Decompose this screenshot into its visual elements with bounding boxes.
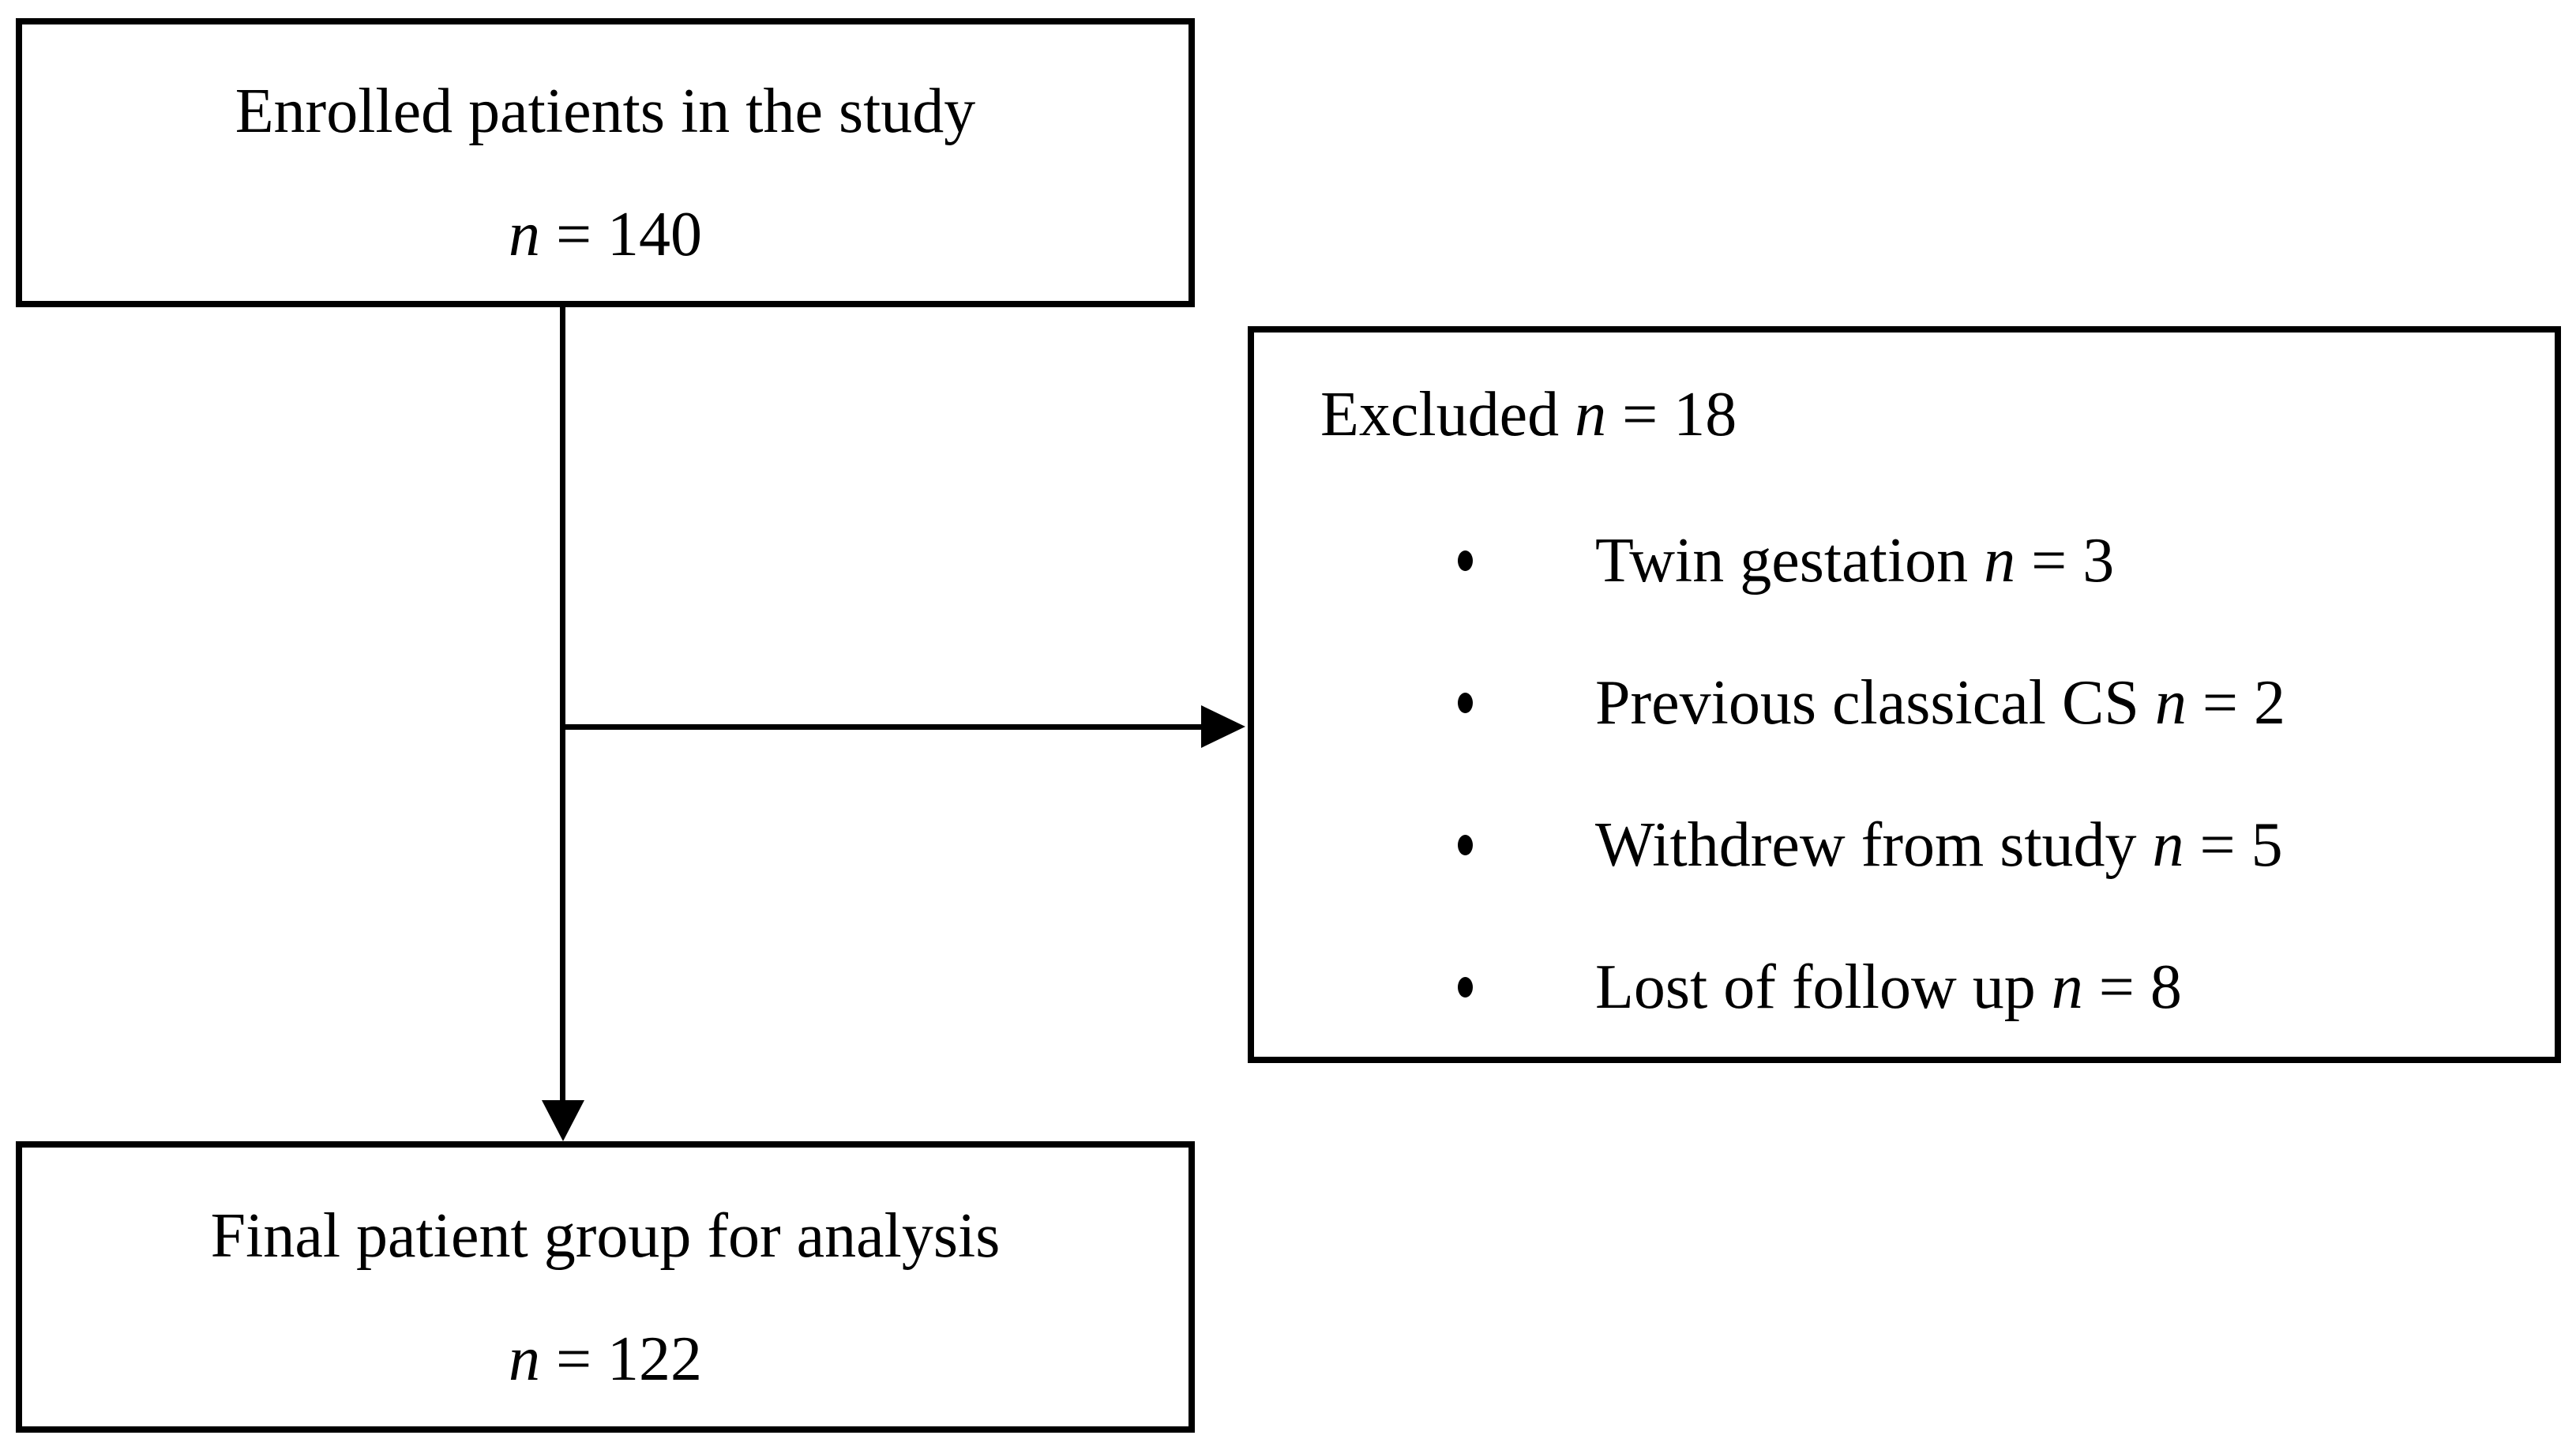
connector-horizontal-line: [560, 724, 1202, 730]
n-symbol: n: [2154, 668, 2187, 738]
final-box-title: Final patient group for analysis: [211, 1203, 1001, 1269]
enrolled-title-text: Enrolled patients in the study: [235, 77, 976, 146]
bullet-icon: [1458, 835, 1473, 855]
reason-count-value: = 8: [2082, 952, 2182, 1022]
final-box-count: n = 122: [509, 1326, 702, 1392]
reason-label: Withdrew from study: [1595, 810, 2153, 880]
reason-count-value: = 3: [2015, 526, 2115, 596]
bullet-icon: [1458, 550, 1473, 571]
bullet-icon: [1458, 693, 1473, 713]
reason-label: Previous classical CS: [1595, 668, 2155, 738]
n-symbol: n: [1984, 526, 2016, 596]
list-item: Previous classical CS n = 2: [1254, 670, 2555, 736]
excluded-count-value: = 18: [1606, 380, 1737, 449]
excluded-box-heading: Excluded n = 18: [1320, 381, 2555, 448]
excluded-box: Excluded n = 18 Twin gestation n = 3 Pre…: [1248, 326, 2561, 1063]
list-item-text: Previous classical CS n = 2: [1595, 670, 2285, 736]
n-symbol: n: [508, 200, 540, 269]
reason-count-value: = 2: [2186, 668, 2285, 738]
reason-label: Lost of follow up: [1595, 952, 2052, 1022]
bullet-icon: [1458, 977, 1473, 998]
n-symbol: n: [2152, 810, 2184, 880]
final-count-value: = 122: [539, 1324, 703, 1394]
final-box: Final patient group for analysis n = 122: [16, 1141, 1195, 1433]
arrow-right-icon: [1201, 705, 1245, 748]
excluded-reasons-list: Twin gestation n = 3 Previous classical …: [1254, 528, 2555, 1020]
excluded-heading-text: Excluded: [1320, 380, 1575, 449]
list-item-text: Lost of follow up n = 8: [1595, 954, 2182, 1020]
enrolled-count-value: = 140: [539, 200, 703, 269]
reason-label: Twin gestation: [1595, 526, 1985, 596]
reason-count-value: = 5: [2184, 810, 2283, 880]
connector-vertical-line: [560, 306, 565, 1103]
n-symbol: n: [508, 1324, 540, 1394]
enrolled-box-title: Enrolled patients in the study: [235, 78, 976, 145]
list-item: Twin gestation n = 3: [1254, 528, 2555, 594]
n-symbol: n: [2051, 952, 2083, 1022]
n-symbol: n: [1575, 380, 1607, 449]
list-item: Lost of follow up n = 8: [1254, 954, 2555, 1020]
final-title-text: Final patient group for analysis: [210, 1200, 1001, 1271]
list-item-text: Twin gestation n = 3: [1595, 528, 2114, 594]
enrolled-box-count: n = 140: [509, 201, 702, 268]
enrolled-box: Enrolled patients in the study n = 140: [16, 18, 1195, 307]
list-item: Withdrew from study n = 5: [1254, 812, 2555, 878]
list-item-text: Withdrew from study n = 5: [1595, 812, 2283, 878]
arrow-down-icon: [542, 1100, 584, 1141]
